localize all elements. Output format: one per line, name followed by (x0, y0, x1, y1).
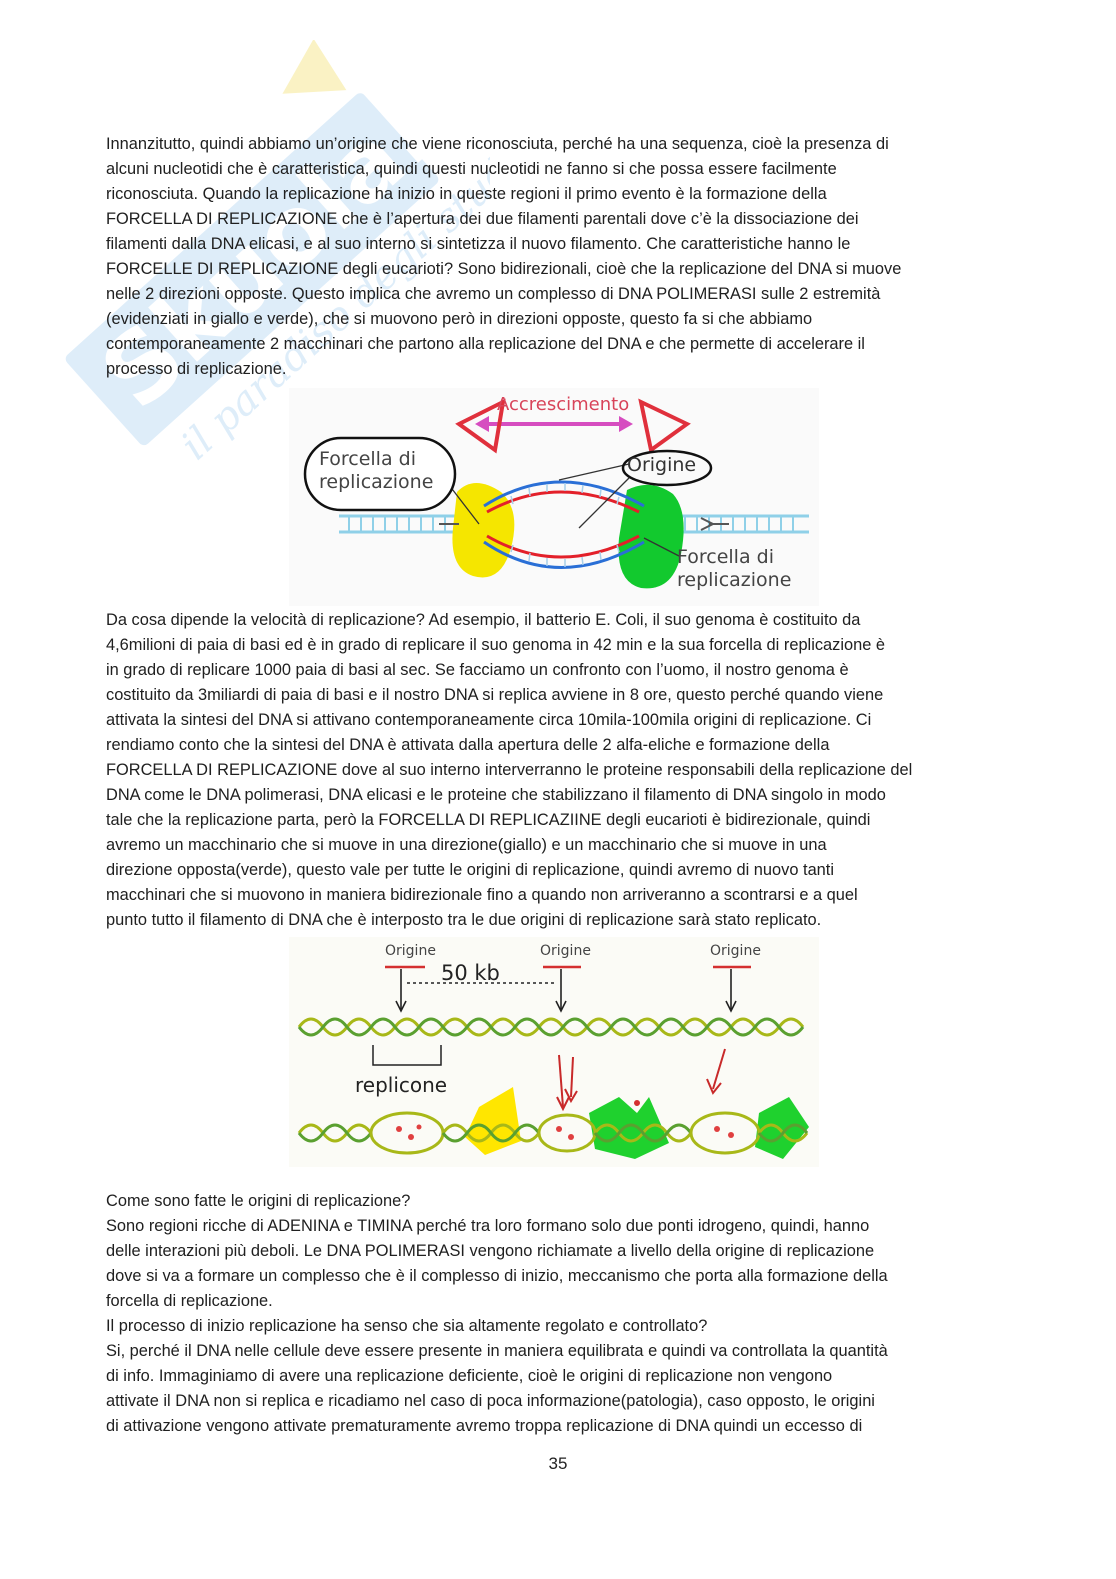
yellow-polymerase-complex (452, 483, 515, 578)
replication-fork-figure: Accrescimento Forcella di replicazione O… (289, 388, 819, 606)
fork-label-right: Forcella di replicazione (677, 546, 792, 591)
dna-helix-lower (297, 1111, 809, 1155)
replication-bubble-top (483, 480, 645, 508)
multiple-origins-figure: Origine Origine Origine 50 kb replicone (289, 937, 819, 1167)
origin-label-1: Origine (385, 943, 436, 959)
fork-label-left: Forcella di replicazione (319, 448, 434, 493)
replicon-label: replicone (355, 1073, 448, 1097)
paragraph-intro: Innanzitutto, quindi abbiamo un’origine … (106, 135, 902, 378)
growth-label: Accrescimento (497, 394, 630, 415)
paragraph-replication-speed: Da cosa dipende la velocità di replicazi… (106, 611, 913, 929)
multiple-origins-diagram (297, 965, 809, 1159)
green-fork-block (589, 1097, 669, 1159)
origin-label-3: Origine (710, 943, 761, 959)
origin-label-2: Origine (540, 943, 591, 959)
replication-bubble-bottom (483, 540, 645, 569)
page-content: Innanzitutto, quindi abbiamo un’origine … (106, 132, 1016, 1439)
origin-label: Origine (627, 454, 697, 476)
callout-left-oval (303, 436, 457, 512)
yellow-fork-block (465, 1087, 521, 1155)
callout-origin-oval (621, 449, 713, 487)
page-number: 35 (548, 1454, 568, 1473)
paragraph-origins: Come sono fatte le origini di replicazio… (106, 1192, 888, 1435)
replication-fork-diagram (303, 398, 809, 589)
growth-double-arrow (455, 398, 691, 454)
dna-helix-upper (297, 1017, 805, 1037)
distance-label: 50 kb (441, 961, 500, 985)
green-polymerase-complex (618, 484, 684, 589)
